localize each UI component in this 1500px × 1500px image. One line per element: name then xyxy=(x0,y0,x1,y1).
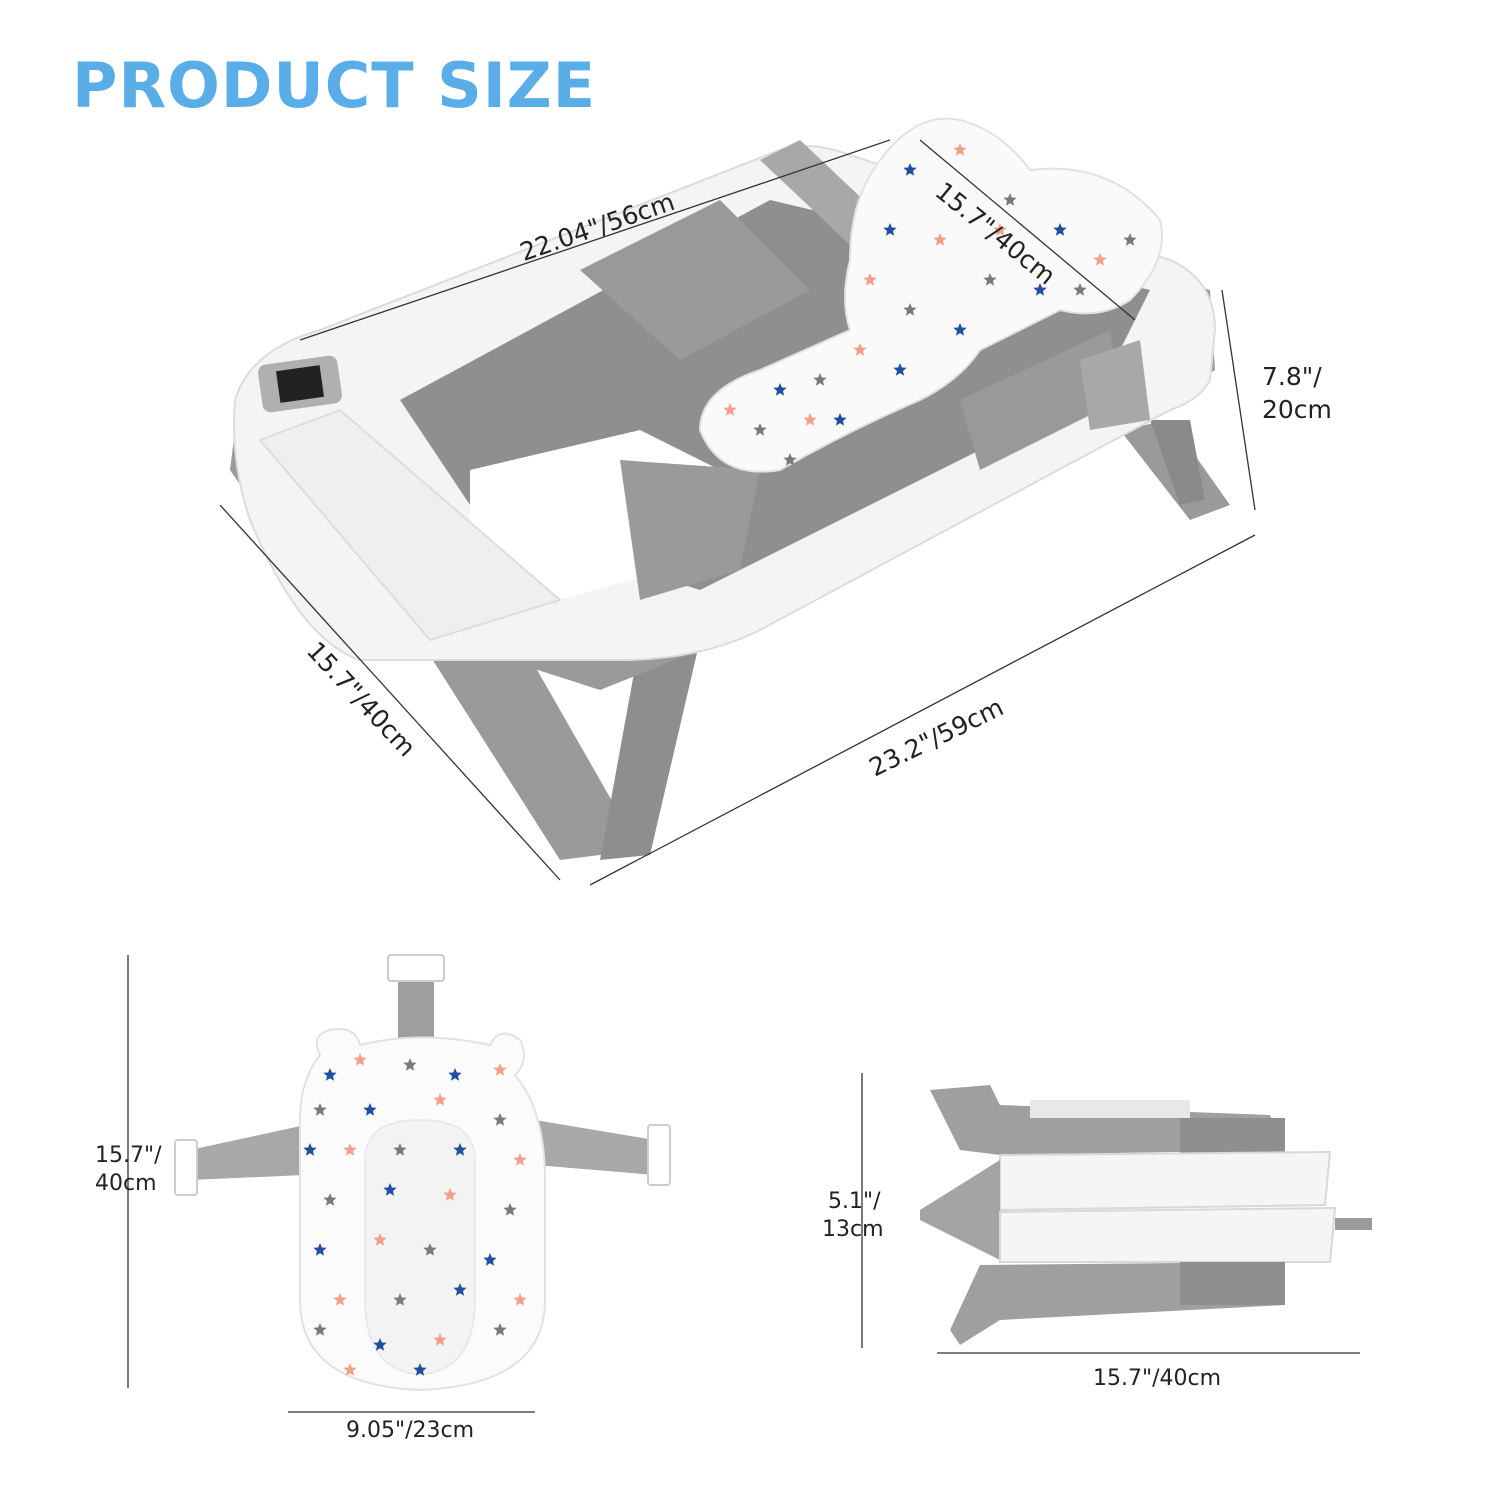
star-pattern-icon xyxy=(343,1143,357,1156)
star-pattern-icon xyxy=(413,1363,427,1376)
star-pattern-icon xyxy=(933,233,947,246)
star-pattern-icon xyxy=(323,1068,337,1081)
star-pattern-icon xyxy=(903,163,917,176)
bathtub-illustration xyxy=(230,117,1230,860)
seat-height-label-line2: 40cm xyxy=(95,1171,157,1196)
star-pattern-icon xyxy=(953,143,967,156)
star-pattern-icon xyxy=(383,1183,397,1196)
folded-height-label-line1: 5.1"/ xyxy=(828,1189,881,1214)
star-pattern-icon xyxy=(903,303,917,316)
star-pattern-icon xyxy=(893,363,907,376)
star-pattern-icon xyxy=(353,1053,367,1066)
seat-width-label: 9.05"/23cm xyxy=(346,1418,474,1443)
tub-length-bottom-label: 23.2"/59cm xyxy=(865,692,1008,782)
star-pattern-icon xyxy=(493,1113,507,1126)
star-pattern-icon xyxy=(453,1283,467,1296)
star-pattern-icon xyxy=(1073,283,1087,296)
star-pattern-icon xyxy=(373,1338,387,1351)
star-pattern-icon xyxy=(813,373,827,386)
star-pattern-icon xyxy=(493,1323,507,1336)
star-pattern-icon xyxy=(753,423,767,436)
folded-height-label-line2: 13cm xyxy=(822,1217,884,1242)
star-pattern-icon xyxy=(493,1063,507,1076)
star-pattern-icon xyxy=(393,1143,407,1156)
star-pattern-icon xyxy=(403,1058,417,1071)
star-pattern-icon xyxy=(513,1153,527,1166)
star-pattern-icon xyxy=(313,1323,327,1336)
star-pattern-icon xyxy=(448,1068,462,1081)
folded-width-label: 15.7"/40cm xyxy=(1093,1366,1221,1391)
seat-height-label-line1: 15.7"/ xyxy=(95,1143,162,1168)
tub-height-label-line1: 7.8"/ xyxy=(1262,362,1322,391)
star-pattern-icon xyxy=(343,1363,357,1376)
star-pattern-icon xyxy=(803,413,817,426)
star-pattern-icon xyxy=(443,1188,457,1201)
star-pattern-icon xyxy=(1033,283,1047,296)
star-pattern-icon xyxy=(323,1193,337,1206)
star-pattern-icon xyxy=(883,223,897,236)
star-pattern-icon xyxy=(1093,253,1107,266)
star-pattern-icon xyxy=(333,1293,347,1306)
star-pattern-icon xyxy=(433,1093,447,1106)
tub-dimension-lines xyxy=(219,139,1256,886)
star-pattern-icon xyxy=(773,383,787,396)
star-pattern-icon xyxy=(853,343,867,356)
star-pattern-icon xyxy=(833,413,847,426)
star-pattern-icon xyxy=(303,1143,317,1156)
star-pattern-icon xyxy=(983,273,997,286)
star-pattern-icon xyxy=(363,1103,377,1116)
seat-pillow-illustration xyxy=(174,954,671,1392)
star-pattern-icon xyxy=(453,1143,467,1156)
star-pattern-icon xyxy=(723,403,737,416)
folded-tub-illustration xyxy=(920,1085,1372,1345)
star-pattern-icon xyxy=(1123,233,1137,246)
seat-dimension-lines xyxy=(127,955,535,1413)
folded-dimension-lines xyxy=(861,1073,1360,1354)
star-pattern-icon xyxy=(503,1203,517,1216)
page-title: PRODUCT SIZE xyxy=(72,49,597,122)
star-pattern-icon xyxy=(313,1243,327,1256)
star-pattern-icon xyxy=(783,453,797,466)
star-pattern-icon xyxy=(953,323,967,336)
star-pattern-icon xyxy=(313,1103,327,1116)
star-pattern-icon xyxy=(393,1293,407,1306)
star-pattern-icon xyxy=(1003,193,1017,206)
star-pattern-icon xyxy=(433,1333,447,1346)
star-pattern-icon xyxy=(863,273,877,286)
star-pattern-icon xyxy=(373,1233,387,1246)
star-pattern-icon xyxy=(993,223,1007,236)
star-pattern-icon xyxy=(1053,223,1067,236)
star-pattern-icon xyxy=(483,1253,497,1266)
star-pattern-icon xyxy=(423,1243,437,1256)
star-pattern-icon xyxy=(513,1293,527,1306)
tub-height-label-line2: 20cm xyxy=(1262,395,1332,424)
